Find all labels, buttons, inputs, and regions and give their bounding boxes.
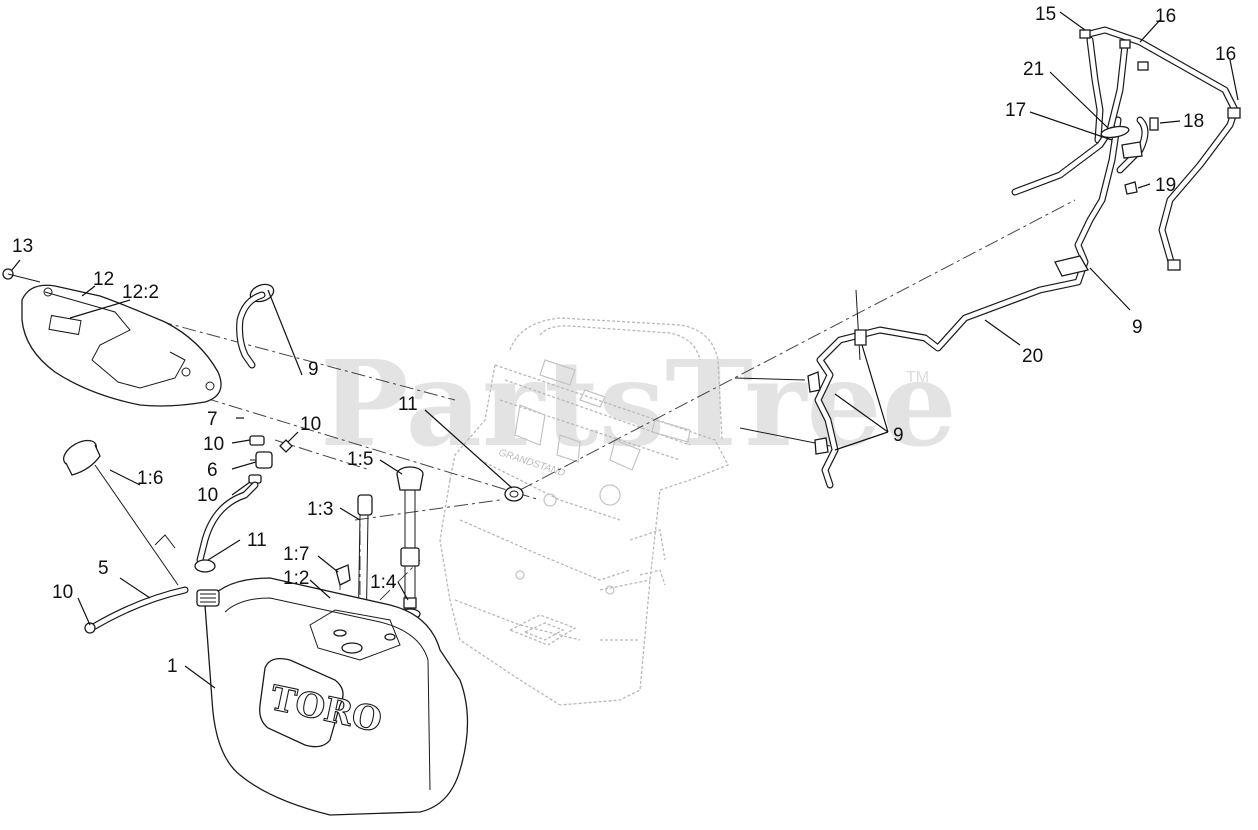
callout-10-right: 10 [300,414,321,435]
callout-17: 17 [1005,100,1026,121]
callout-12-2: 12:2 [122,282,159,303]
callout-10-upper: 10 [203,434,224,455]
part-11-grommet [504,486,524,502]
callout-21: 21 [1023,59,1044,80]
callout-9-line-clamps: 9 [893,425,904,446]
part-1-7-elbow [335,564,351,586]
part-1-6-fuel-cap [62,439,179,586]
callout-6: 6 [207,460,218,481]
callout-20: 20 [1022,346,1043,367]
callout-19: 19 [1155,175,1176,196]
leader-lines [11,11,1239,689]
callout-1-6: 1:6 [137,468,163,489]
callout-1-2: 1:2 [283,568,309,589]
callout-labels: 13 12 12:2 9 7 10 10 6 10 11 1:6 11 5 10… [12,4,1236,677]
callout-16-top: 16 [1155,6,1176,27]
part-20-fuel-line [814,116,1122,489]
callout-10-lower: 10 [197,485,218,506]
part-1-fuel-tank: TORO [196,577,469,816]
callout-11-tank: 11 [247,530,267,551]
upper-hose-assembly [1011,26,1241,271]
part-5-hose [84,559,216,634]
watermark-trademark: TM [906,369,929,386]
callout-5: 5 [98,558,109,579]
callout-7: 7 [207,409,218,430]
callout-1-4: 1:4 [370,572,397,593]
callout-13: 13 [12,236,33,257]
callout-1-5: 1:5 [347,449,373,470]
part-6-valve-and-clamps [196,435,293,564]
callout-1-3: 1:3 [307,499,333,520]
callout-1: 1 [167,656,178,677]
callout-9-hose-clamp: 9 [308,359,319,380]
part-12-heat-shield [21,284,222,407]
part-13-screw [2,268,41,283]
callout-9-upper-hose: 9 [1132,317,1143,338]
callout-12: 12 [93,269,114,290]
callout-1-7: 1:7 [283,544,309,565]
callout-16-right: 16 [1215,44,1236,65]
part-9-line-clamps [734,255,1089,455]
callout-10-hose: 10 [52,582,73,603]
part-1-5-pickup [396,466,424,620]
callout-11-frame: 11 [398,394,418,415]
part-7-vent-hose [236,291,266,369]
callout-18: 18 [1183,111,1204,132]
callout-15: 15 [1035,4,1056,25]
